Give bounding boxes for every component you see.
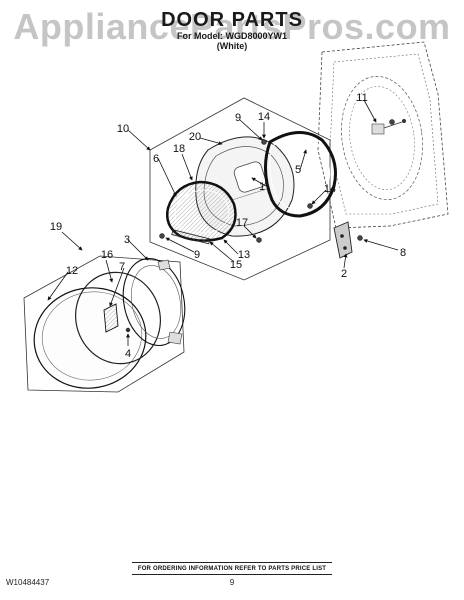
callout-9a: 9	[235, 112, 241, 124]
callout-7: 7	[119, 261, 125, 273]
page-title: DOOR PARTS	[161, 9, 303, 31]
callout-18: 18	[173, 143, 185, 155]
door-gasket	[264, 131, 337, 218]
screws	[159, 119, 395, 243]
door-hinge	[333, 221, 353, 259]
ordering-note: FOR ORDERING INFORMATION REFER TO PARTS …	[137, 566, 327, 572]
callout-3: 3	[124, 234, 130, 246]
callout-12: 12	[66, 265, 78, 277]
document-number: W10484437	[6, 578, 50, 587]
door-inner-panel	[122, 257, 186, 347]
callout-17: 17	[236, 217, 248, 229]
callout-19: 19	[50, 221, 62, 233]
page-number: 9	[229, 578, 235, 587]
callout-6: 6	[153, 153, 159, 165]
callout-15: 15	[230, 259, 242, 271]
callout-1: 1	[259, 181, 265, 193]
color-line: (White)	[216, 41, 248, 51]
footer-rule-bottom	[132, 574, 332, 575]
door-handle-bar	[171, 229, 211, 245]
callout-numbers: 1 2 3 4 5 6 7 8 9 9 10 11 12 13 14 14 15…	[50, 92, 406, 360]
outer-door-assembly-outline	[23, 255, 185, 393]
model-line: For Model: WGD8000YW1	[176, 31, 287, 41]
callout-16: 16	[101, 249, 113, 261]
cabinet-front-panel	[317, 41, 449, 229]
footer-rule-top	[132, 562, 332, 563]
callout-14a: 14	[258, 111, 270, 123]
callout-8: 8	[400, 247, 406, 259]
callout-leaders	[47, 99, 399, 346]
inner-door-assembly-outline	[149, 97, 331, 281]
callout-14b: 14	[324, 183, 336, 195]
callout-4: 4	[125, 348, 131, 360]
callout-9b: 9	[194, 249, 200, 261]
callout-10: 10	[117, 123, 129, 135]
callout-11: 11	[356, 92, 367, 104]
door-outer-panel	[33, 287, 147, 389]
callout-2: 2	[341, 268, 347, 280]
callout-5: 5	[295, 164, 301, 176]
callout-13: 13	[238, 249, 250, 261]
door-frame-ring	[75, 271, 161, 365]
callout-20: 20	[189, 131, 201, 143]
